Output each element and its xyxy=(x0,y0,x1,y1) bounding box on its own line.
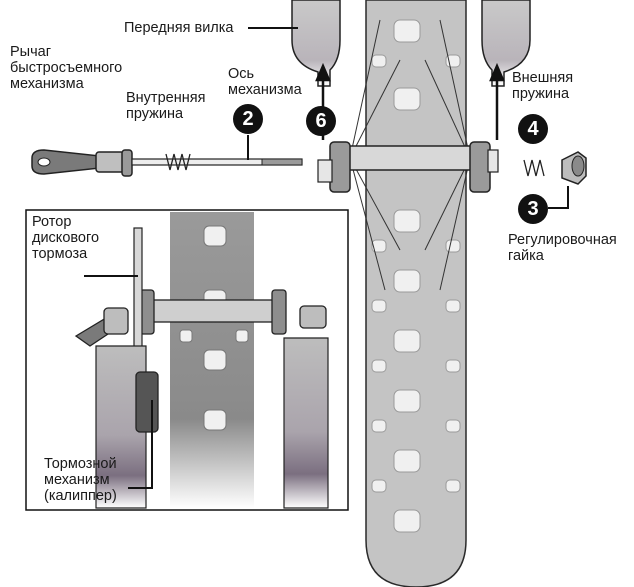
axle-label: Ось механизма xyxy=(228,66,302,98)
step-badge-fork: 6 xyxy=(306,106,336,136)
outer-spring-label: Внешняя пружина xyxy=(512,70,573,102)
adjusting-nut xyxy=(562,152,586,184)
outer-spring xyxy=(524,160,544,176)
caliper-label: Тормозной механизм (калиппер) xyxy=(44,456,117,504)
inner-spring-label: Внутренняя пружина xyxy=(126,90,205,122)
front-fork-label: Передняя вилка xyxy=(124,20,234,36)
step-badge-adjusting-nut: 3 xyxy=(518,194,548,224)
disc-rotor-label: Ротор дискового тормоза xyxy=(32,214,99,262)
quick-release-skewer xyxy=(32,150,302,176)
front-tire xyxy=(366,0,466,587)
quick-release-lever-label: Рычаг быстросъемного механизма xyxy=(10,44,122,92)
step-badge-outer-spring: 4 xyxy=(518,114,548,144)
adjusting-nut-label: Регулировочная гайка xyxy=(508,232,617,264)
step-badge-axle: 2 xyxy=(233,104,263,134)
